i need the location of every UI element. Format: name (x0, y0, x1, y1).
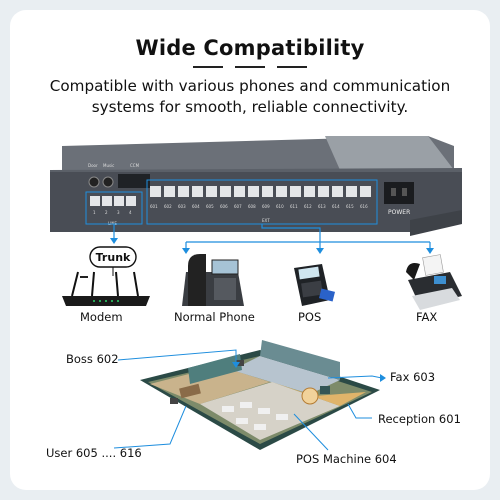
line-port (114, 196, 124, 206)
jack-label: Music (103, 163, 114, 168)
desk-phone-icon (182, 254, 244, 306)
ext-port (234, 186, 245, 197)
ext-port (262, 186, 273, 197)
ext-port (164, 186, 175, 197)
pos-terminal-icon (294, 264, 336, 306)
subtitle: Compatible with various phones and commu… (49, 77, 451, 116)
callout-fax: Fax 603 (390, 370, 436, 384)
door-jack (88, 176, 100, 188)
ext-port-number: 612 (304, 204, 312, 209)
callout-pos-machine: POS Machine 604 (296, 452, 397, 466)
ext-port (318, 186, 329, 197)
ext-port-number: 615 (346, 204, 354, 209)
power-label: POWER (388, 209, 410, 216)
ext-port (360, 186, 371, 197)
fax-label: FAX (416, 310, 438, 324)
divider-dash (193, 66, 223, 68)
office-callout-lines (113, 349, 383, 451)
ext-port-number: 609 (262, 204, 270, 209)
callout-boss: Boss 602 (66, 352, 119, 366)
trunk-label: Trunk (96, 251, 131, 264)
ext-port-number: 601 (150, 204, 158, 209)
line-port-number: 2 (105, 210, 108, 215)
ext-port (220, 186, 231, 197)
title-divider (10, 66, 490, 68)
ext-port (304, 186, 315, 197)
ext-port-number: 606 (220, 204, 228, 209)
ext-port-number: 611 (290, 204, 298, 209)
feature-card: Wide Compatibility Compatible with vario… (10, 10, 490, 490)
ext-port-number: 613 (318, 204, 326, 209)
pos-label: POS (298, 310, 322, 324)
line-port (90, 196, 100, 206)
ext-port-number: 610 (276, 204, 284, 209)
jack-label: CCM (130, 163, 140, 168)
ext-port-number: 608 (248, 204, 256, 209)
ext-port (276, 186, 287, 197)
ext-port (206, 186, 217, 197)
line-port-number: 1 (93, 210, 96, 215)
ccm-port (118, 174, 150, 188)
page-title: Wide Compatibility (135, 36, 365, 60)
ext-port-number: 614 (332, 204, 340, 209)
line-port-number: 4 (129, 210, 132, 215)
fax-machine-icon (406, 254, 462, 310)
power-socket (384, 182, 414, 204)
router-icon (62, 271, 150, 306)
ext-port (178, 186, 189, 197)
callout-reception: Reception 601 (378, 412, 461, 426)
line-port-group: 1 2 3 4 (90, 196, 136, 215)
ext-port (290, 186, 301, 197)
ext-port (332, 186, 343, 197)
normal-phone-label: Normal Phone (174, 310, 255, 324)
ext-group-label: EXT (262, 218, 270, 223)
ext-port-number: 605 (206, 204, 214, 209)
modem-label: Modem (80, 310, 123, 324)
music-jack (102, 176, 114, 188)
callout-user: User 605 .... 616 (46, 446, 142, 460)
line-port-number: 3 (117, 210, 120, 215)
ext-port (248, 186, 259, 197)
ext-port-number: 603 (178, 204, 186, 209)
ext-port-group: 601 602 603 604 605 606 607 608 609 610 611 612 613 6… (150, 186, 371, 209)
ext-port (150, 186, 161, 197)
jack-label: Door (88, 163, 98, 168)
ext-port (192, 186, 203, 197)
line-port (102, 196, 112, 206)
ext-port-number: 604 (192, 204, 200, 209)
office-floorplan (140, 340, 380, 450)
divider-dash (277, 66, 307, 68)
line-port (126, 196, 136, 206)
ext-port-number: 616 (360, 204, 368, 209)
ext-port-number: 607 (234, 204, 242, 209)
ext-port (346, 186, 357, 197)
ext-port-number: 602 (164, 204, 172, 209)
divider-dash (235, 66, 265, 68)
